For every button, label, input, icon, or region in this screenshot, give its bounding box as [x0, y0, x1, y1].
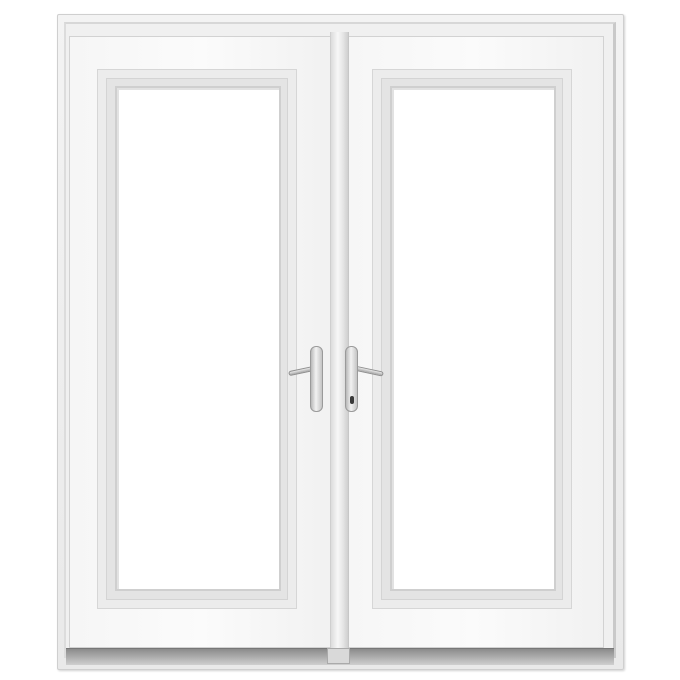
center-astragal: [330, 32, 349, 652]
left-glass-panel: [115, 86, 281, 591]
right-glass-panel: [390, 86, 556, 591]
keyhole-icon: [350, 396, 354, 404]
right-handle-plate-icon: [345, 346, 358, 412]
astragal-foot-block: [327, 648, 350, 664]
left-handle-plate-icon: [310, 346, 323, 412]
